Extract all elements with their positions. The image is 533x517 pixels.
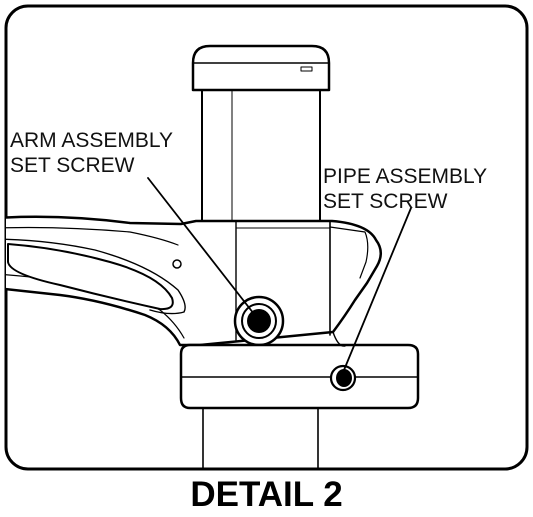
arm-callout-line-1: ARM ASSEMBLY (10, 129, 173, 152)
arm-callout-line-2: SET SCREW (10, 154, 135, 177)
pipe-set-screw (329, 364, 357, 392)
detail-caption: DETAIL 2 (190, 475, 343, 514)
upright-pipe (201, 87, 321, 229)
arm-leader-line (147, 177, 255, 315)
pipe-end-cap (191, 44, 331, 92)
pipe-callout-line-2: SET SCREW (323, 190, 448, 213)
arm-set-screw (233, 295, 285, 347)
pipe-leader-line (343, 207, 412, 371)
lower-pipe (202, 407, 319, 469)
pipe-collar (179, 331, 420, 410)
pipe-callout-line-1: PIPE ASSEMBLY (323, 165, 488, 188)
arm-assembly (6, 215, 382, 347)
